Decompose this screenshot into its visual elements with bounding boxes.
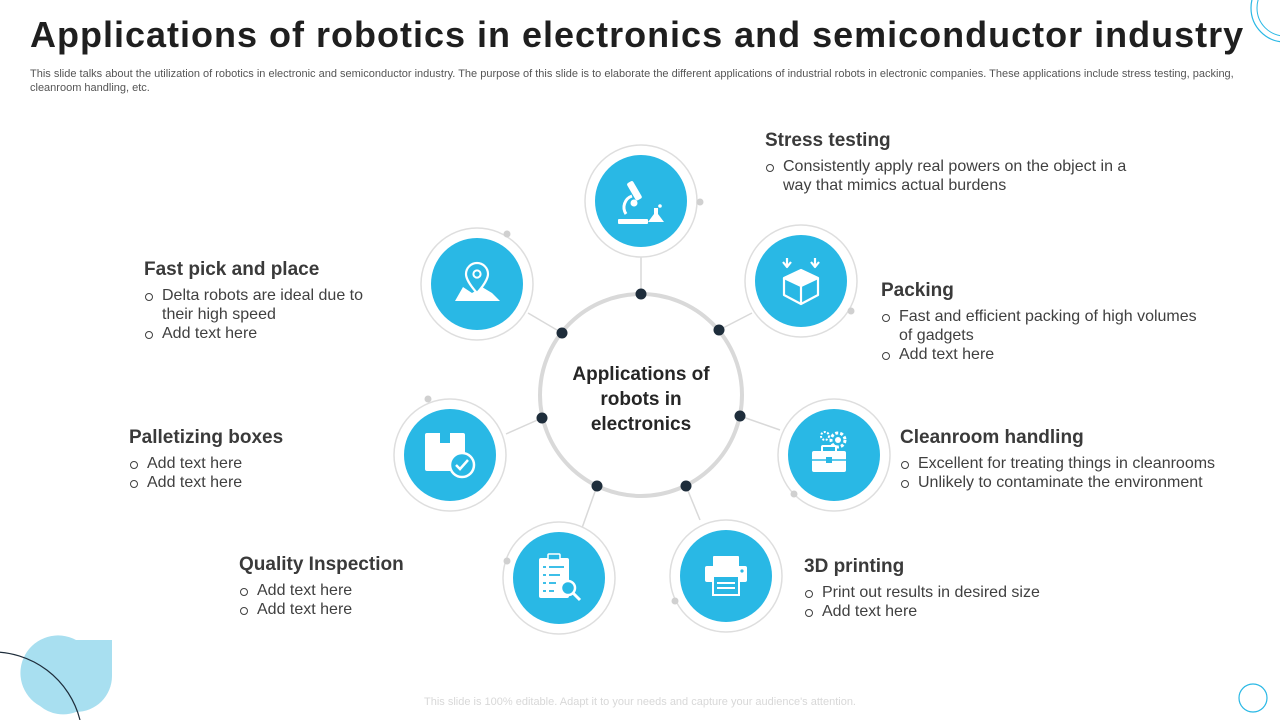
- item-bullet: Print out results in desired size: [804, 583, 1104, 602]
- item-bullet: Add text here: [239, 600, 459, 619]
- item-heading: Packing: [881, 280, 954, 301]
- item-block-palletizing: Palletizing boxes Add text here Add text…: [129, 427, 349, 492]
- footer-note: This slide is 100% editable. Adapt it to…: [424, 696, 856, 708]
- item-block-quality: Quality Inspection Add text here Add tex…: [239, 554, 459, 619]
- item-heading: Cleanroom handling: [900, 427, 1084, 448]
- item-bullet: Unlikely to contaminate the environment: [900, 473, 1240, 492]
- box-check-icon: [425, 433, 476, 479]
- item-bullets: Delta robots are ideal due to their high…: [144, 286, 379, 343]
- box-icon: [782, 258, 820, 306]
- item-bullet: Add text here: [804, 602, 1104, 621]
- item-block-3d-printing: 3D printing Print out results in desired…: [804, 556, 1104, 621]
- item-circle-stress-testing: [584, 144, 704, 258]
- item-block-packing: Packing Fast and efficient packing of hi…: [881, 280, 1206, 364]
- item-bullets: Fast and efficient packing of high volum…: [881, 307, 1206, 364]
- item-bullets: Print out results in desired size Add te…: [804, 583, 1104, 621]
- item-heading: 3D printing: [804, 556, 905, 577]
- item-heading: Quality Inspection: [239, 554, 404, 575]
- item-bullet: Consistently apply real powers on the ob…: [765, 157, 1135, 195]
- item-bullets: Add text here Add text here: [129, 454, 349, 492]
- ring-nodes: [536, 288, 746, 492]
- item-heading: Stress testing: [765, 130, 891, 151]
- item-bullet: Excellent for treating things in cleanro…: [900, 454, 1240, 473]
- item-bullet: Add text here: [239, 581, 459, 600]
- item-bullets: Add text here Add text here: [239, 581, 459, 619]
- center-label: Applications of robots in electronics: [572, 364, 710, 435]
- item-bullet: Fast and efficient packing of high volum…: [881, 307, 1206, 345]
- item-bullets: Excellent for treating things in cleanro…: [900, 454, 1240, 492]
- item-bullets: Consistently apply real powers on the ob…: [765, 157, 1135, 195]
- checklist-magnifier-icon: [539, 553, 582, 602]
- item-heading: Fast pick and place: [144, 259, 320, 280]
- briefcase-gears-icon: [812, 431, 847, 472]
- item-block-stress-testing: Stress testing Consistently apply real p…: [765, 130, 1135, 195]
- item-bullet: Add text here: [144, 324, 379, 343]
- item-bullet: Add text here: [129, 454, 349, 473]
- decor-bottom-right: [1238, 683, 1268, 713]
- microscope-icon: [618, 181, 664, 224]
- connector-lines: [505, 256, 781, 529]
- item-block-pick-place: Fast pick and place Delta robots are ide…: [144, 259, 379, 343]
- page-subtitle: This slide talks about the utilization o…: [30, 68, 1234, 94]
- page-title: Applications of robotics in electronics …: [30, 14, 1245, 55]
- item-bullet: Delta robots are ideal due to their high…: [144, 286, 379, 324]
- map-pin-icon: [455, 261, 500, 301]
- decor-bottom-left: [0, 635, 113, 720]
- printer-icon: [705, 556, 747, 596]
- item-heading: Palletizing boxes: [129, 427, 284, 448]
- item-block-cleanroom: Cleanroom handling Excellent for treatin…: [900, 427, 1240, 492]
- decor-top-right: [1250, 0, 1280, 43]
- item-bullet: Add text here: [129, 473, 349, 492]
- item-bullet: Add text here: [881, 345, 1206, 364]
